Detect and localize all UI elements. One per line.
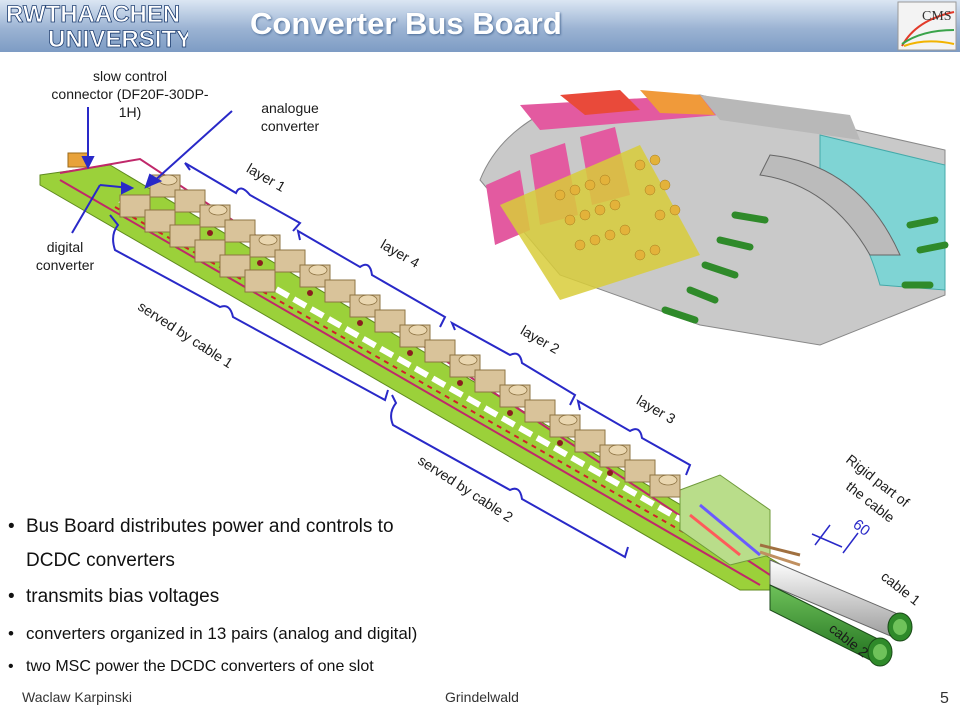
footer-location: Grindelwald: [445, 689, 519, 705]
footer-author: Waclaw Karpinski: [22, 689, 132, 705]
bullet-item: •transmits bias voltages: [8, 586, 220, 607]
tracker-barrel-image: [479, 90, 949, 346]
cms-logo: CMS: [897, 1, 957, 51]
pointer-arrows: [71, 107, 233, 234]
bullet-item: •converters organized in 13 pairs (analo…: [8, 624, 418, 643]
layer-brackets: [109, 162, 859, 559]
cables: [759, 543, 913, 667]
bullet-item: •two MSC power the DCDC converters of on…: [8, 658, 374, 675]
components-red: [207, 230, 613, 476]
header-bar: [0, 0, 960, 52]
logo-line2: UNIVERSITY: [48, 26, 188, 52]
rwth-logo: RWTHAACHEN UNIVERSITY: [6, 1, 188, 52]
converter-caps: [158, 174, 678, 486]
page-number: 5: [940, 690, 949, 707]
bullet-item: •Bus Board distributes power and control…: [8, 516, 394, 537]
logo-line1: RWTHAACHEN: [6, 1, 180, 28]
bus-board-illustration: [39, 90, 949, 667]
bullet-item-continuation: DCDC converters: [26, 550, 175, 571]
slide-title: Converter Bus Board: [250, 6, 562, 41]
header-divider: [0, 52, 960, 55]
cms-logo-text: CMS: [922, 9, 952, 24]
